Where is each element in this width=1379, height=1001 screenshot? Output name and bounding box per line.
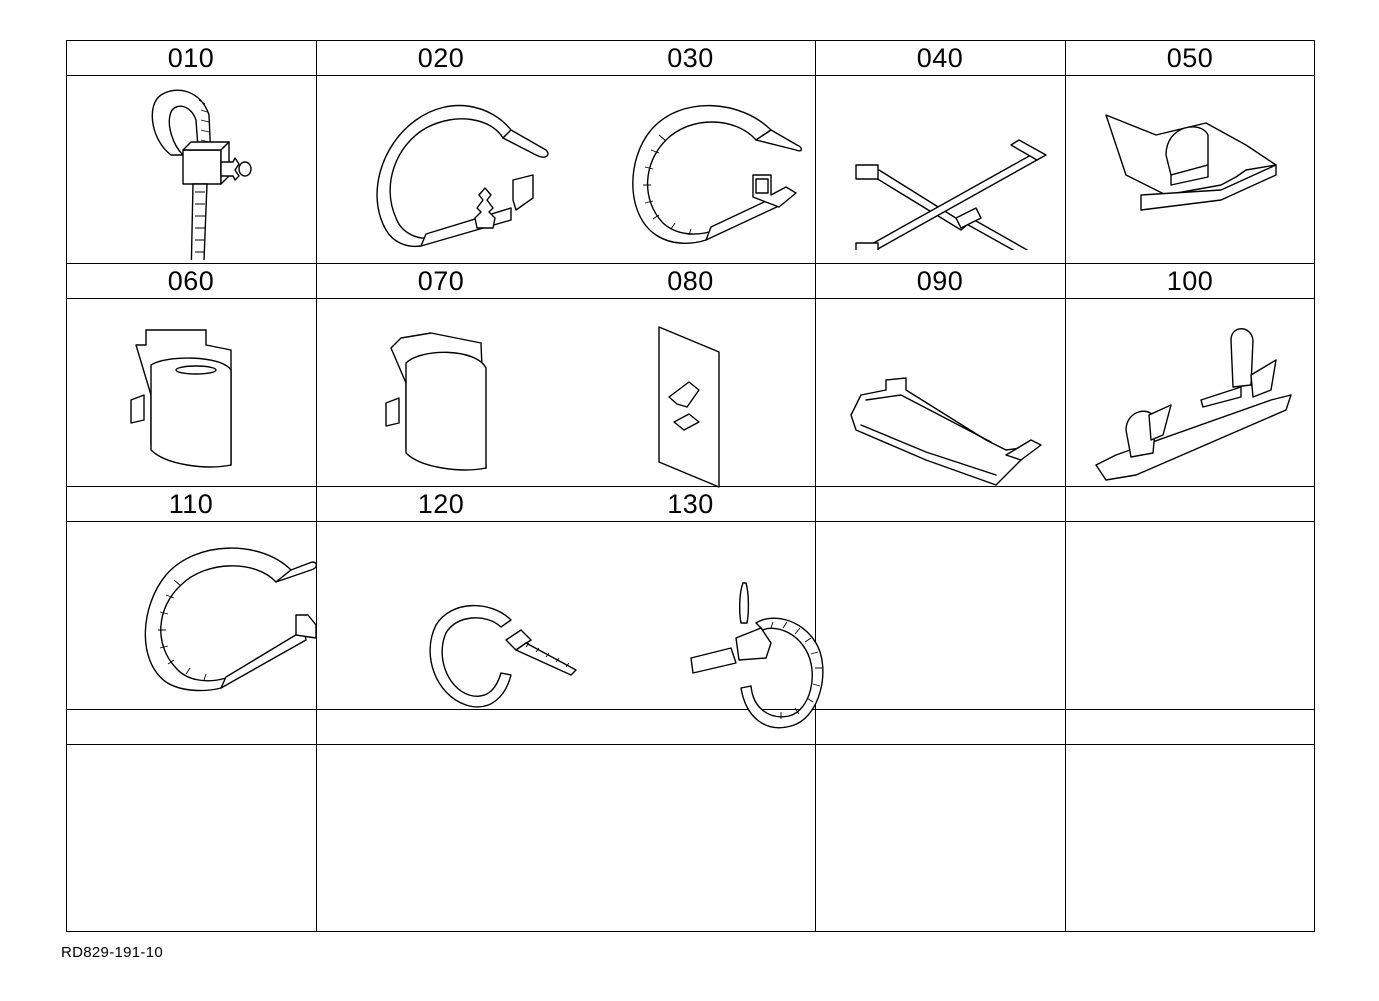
part-number: [1065, 709, 1315, 743]
part-number: 090: [916, 266, 964, 296]
row-divider: [66, 709, 1315, 710]
adhesive-clip-plate-icon: [649, 322, 739, 492]
part-number: 050: [1166, 43, 1214, 73]
part-number: 080: [667, 266, 714, 296]
part-number: 100: [1166, 266, 1214, 296]
cable-tie-loop-icon: [421, 595, 591, 720]
double-cable-tie-icon: [851, 100, 1051, 250]
part-number: 010: [167, 43, 215, 73]
part-number: [815, 709, 1065, 743]
part-number: 130: [667, 489, 714, 519]
part-number: 120: [417, 489, 465, 519]
parts-table: 010 020 030 040 050 060 070 080 090 100 …: [66, 40, 1315, 932]
cable-strap-with-edge-clip-icon: [611, 95, 811, 255]
cable-holder-clip-icon: [381, 328, 511, 478]
cable-strap-with-edge-clip-icon: [126, 540, 326, 700]
row-divider: [66, 263, 1315, 264]
part-number: 020: [417, 43, 465, 73]
cable-clip-nut-icon: [1096, 95, 1296, 260]
part-number: 060: [167, 266, 215, 296]
row-divider: [66, 486, 1315, 487]
cable-tie-with-stud-icon: [141, 80, 261, 260]
row-divider: [66, 298, 1315, 299]
cable-bracket-icon: [846, 330, 1046, 495]
row-divider: [66, 521, 1315, 522]
row-divider: [66, 75, 1315, 76]
row-divider: [66, 744, 1315, 745]
drawing-reference-number: RD829-191-10: [61, 944, 163, 961]
twin-expanding-clip-rail-icon: [1091, 325, 1301, 495]
part-number: 070: [417, 266, 465, 296]
part-number: [66, 709, 316, 743]
part-number: 040: [916, 43, 964, 73]
cable-holder-clip-icon: [126, 325, 256, 475]
part-number: 110: [168, 489, 214, 519]
cable-tie-with-anchor-icon: [681, 578, 841, 738]
cable-strap-with-fir-tree-clip-icon: [361, 100, 561, 255]
part-number: 030: [667, 43, 714, 73]
